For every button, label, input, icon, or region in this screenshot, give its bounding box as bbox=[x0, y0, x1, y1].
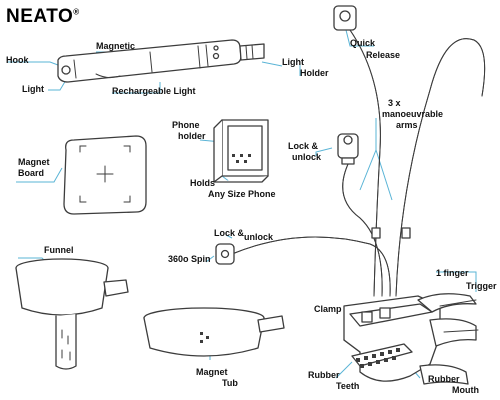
funnel-illustration bbox=[15, 258, 129, 370]
brand-name: NEATO bbox=[6, 6, 74, 27]
label-magnet-tub-2: Tub bbox=[222, 378, 238, 388]
label-lock-unlock-top-1: Lock & bbox=[288, 141, 319, 151]
label-clamp: Clamp bbox=[314, 304, 342, 314]
registered-mark: ® bbox=[73, 7, 80, 17]
label-holder: Holder bbox=[300, 68, 329, 78]
label-teeth: Teeth bbox=[336, 381, 360, 391]
label-magnetic: Magnetic bbox=[96, 41, 136, 51]
label-rechargeable-light: Rechargeable Light bbox=[112, 86, 196, 96]
label-quick: Quick bbox=[350, 38, 376, 48]
label-arms-2: manoeuvrable bbox=[382, 109, 444, 119]
magnet-board-illustration bbox=[63, 135, 147, 215]
magnet-tub-illustration bbox=[143, 307, 285, 357]
label-lock-unlock-mid-1: Lock & bbox=[214, 228, 245, 238]
label-360-spin: 360o Spin bbox=[168, 254, 211, 264]
label-magnet: Magnet bbox=[18, 157, 50, 167]
label-hook: Hook bbox=[6, 55, 29, 65]
clamp-illustration bbox=[343, 293, 479, 385]
label-holds: Holds bbox=[190, 178, 216, 188]
label-rubber-right: Rubber bbox=[428, 374, 460, 384]
label-funnel: Funnel bbox=[44, 245, 74, 255]
label-magnet-tub-1: Magnet bbox=[196, 367, 228, 377]
phone-holder-illustration bbox=[213, 119, 269, 183]
label-one-finger: 1 finger bbox=[436, 268, 469, 278]
label-arms-1: 3 x bbox=[388, 98, 401, 108]
label-phone-holder: holder bbox=[178, 131, 206, 141]
label-light-left: Light bbox=[22, 84, 44, 94]
label-lock-unlock-mid-2: unlock bbox=[244, 232, 274, 242]
rechargeable-light-illustration bbox=[57, 39, 265, 83]
label-lock-unlock-top-2: unlock bbox=[292, 152, 322, 162]
label-any-size-phone: Any Size Phone bbox=[208, 189, 276, 199]
label-trigger: Trigger bbox=[466, 281, 497, 291]
label-mouth: Mouth bbox=[452, 385, 479, 395]
label-board: Board bbox=[18, 168, 45, 178]
label-release: Release bbox=[366, 50, 401, 60]
label-phone: Phone bbox=[172, 120, 200, 130]
label-arms-3: arms bbox=[396, 120, 418, 130]
label-light-right: Light bbox=[282, 57, 304, 67]
gooseneck-arms bbox=[215, 5, 486, 297]
brand-logo: NEATO® bbox=[6, 6, 80, 28]
label-rubber-left: Rubber bbox=[308, 370, 340, 380]
